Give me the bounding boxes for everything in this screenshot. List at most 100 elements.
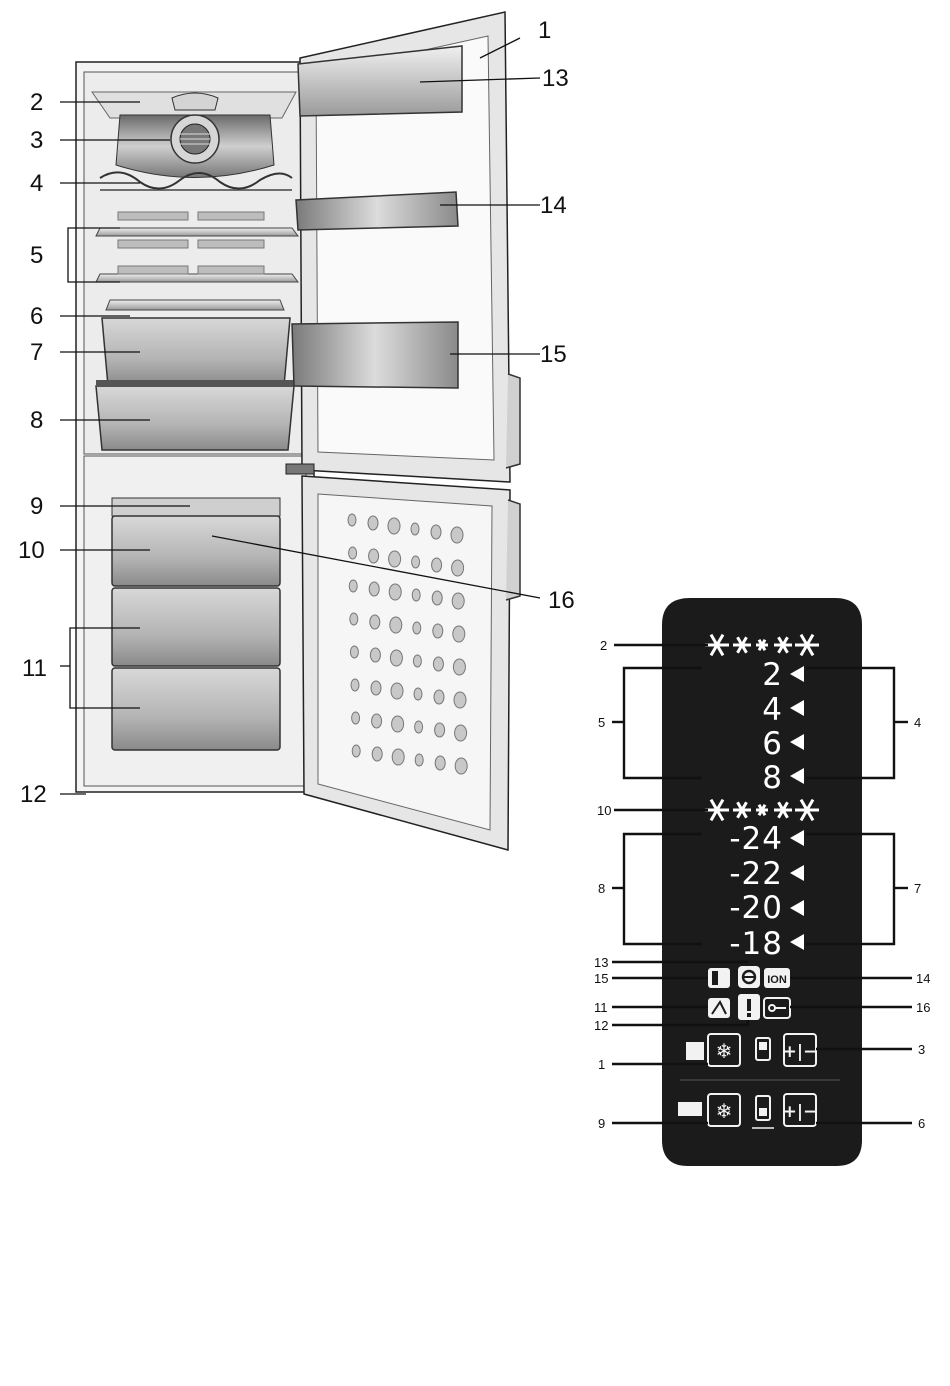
door-dimple [389,584,401,600]
door-dimple [372,747,382,761]
callout-1: 1 [538,17,551,44]
door-dimple [412,589,420,601]
fridge-handle [506,374,520,468]
door-dimple [453,626,465,642]
door-dimple [435,723,445,737]
panel-callout-7: 7 [914,881,921,896]
callout-12: 12 [20,781,47,808]
door-dimple [411,523,419,535]
freezer-door [302,476,520,850]
fast-freeze-small-icon [678,1102,702,1116]
snowflake-icon: ❄ [716,1099,733,1123]
fridge-temp-2: 2 [762,657,783,693]
door-dimple [455,725,467,741]
callout-2: 2 [30,89,43,116]
door-dimple [433,624,443,638]
door-dimple [391,683,403,699]
crisper-drawers [96,318,294,450]
panel-callout-5: 5 [598,715,605,730]
panel-callout-4: 4 [914,715,921,730]
callout-6: 6 [30,303,43,330]
panel-callout-6: 6 [918,1116,925,1131]
panel-callout-3: 3 [918,1042,925,1057]
panel-callout-13: 13 [594,955,608,970]
door-dimple [389,551,401,567]
refrigerator [76,12,520,850]
door-dimple [455,758,467,774]
callout-3: 3 [30,127,43,154]
freezer-temp-20: -20 [729,890,783,926]
door-dimple [352,745,360,757]
callout-8: 8 [30,407,43,434]
panel-callout-1: 1 [598,1057,605,1072]
door-dimple [432,591,442,605]
door-dimple [412,556,420,568]
door-dimple [349,580,357,592]
freezer-temp-18: -18 [729,926,783,962]
door-dimple [369,549,379,563]
callout-14: 14 [540,192,567,219]
door-dimple [433,657,443,671]
door-dimple [372,714,382,728]
plus-minus-icon: +|− [783,1042,818,1062]
panel-callout-15: 15 [594,971,608,986]
door-dimple [451,527,463,543]
callout-10: 10 [18,537,45,564]
freezer-drawers [112,498,280,750]
door-dimple [415,721,423,733]
panel-callout-14: 14 [916,971,930,986]
door-dimple [390,617,402,633]
door-dimple [452,593,464,609]
door-dimple [435,756,445,770]
fridge-off-icon [708,968,730,988]
door-dimple [413,655,421,667]
door-shelf-lower [292,322,458,388]
callout-4: 4 [30,170,43,197]
door-dimple [370,615,380,629]
door-dimple [350,613,358,625]
door-dimple [388,518,400,534]
fridge-temp-8: 8 [762,760,783,796]
callout-5: 5 [30,242,43,269]
panel-callout-9: 9 [598,1116,605,1131]
callout-7: 7 [30,339,43,366]
freezer-handle [506,500,520,600]
control-panel: 2 4 6 8 -24 -22 -20 -18 ION [662,598,862,1166]
door-dimple [371,681,381,695]
door-dimple [452,560,464,576]
door-dimple [415,754,423,766]
door-dimple [413,622,421,634]
door-dimple [370,648,380,662]
callout-13: 13 [542,65,569,92]
callout-15: 15 [540,341,567,368]
callout-11: 11 [22,655,47,682]
door-dimple [454,692,466,708]
door-dimple [351,679,359,691]
freezer-temp-22: -22 [729,856,783,892]
door-dimple [349,547,357,559]
panel-callout-11: 11 [594,1000,608,1015]
panel-callout-12: 12 [594,1018,608,1033]
fridge-door [286,12,520,482]
freezer-temp-24: -24 [729,821,783,857]
door-dimple [392,716,404,732]
snowflake-icon: ❄ [716,1039,733,1063]
door-hinge [286,464,314,474]
door-dimple [434,690,444,704]
door-dimple [453,659,465,675]
door-dimple [392,749,404,765]
panel-callout-16: 16 [916,1000,930,1015]
fast-freeze-icon [708,998,730,1018]
door-dimple [431,525,441,539]
door-dimple [348,514,356,526]
fridge-off-small-icon [686,1042,704,1060]
callout-16: 16 [548,587,575,614]
door-dimple [368,516,378,530]
door-dimple [369,582,379,596]
door-dimple [414,688,422,700]
door-dimple [390,650,402,666]
callout-9: 9 [30,493,43,520]
fridge-temp-4: 4 [762,692,783,728]
